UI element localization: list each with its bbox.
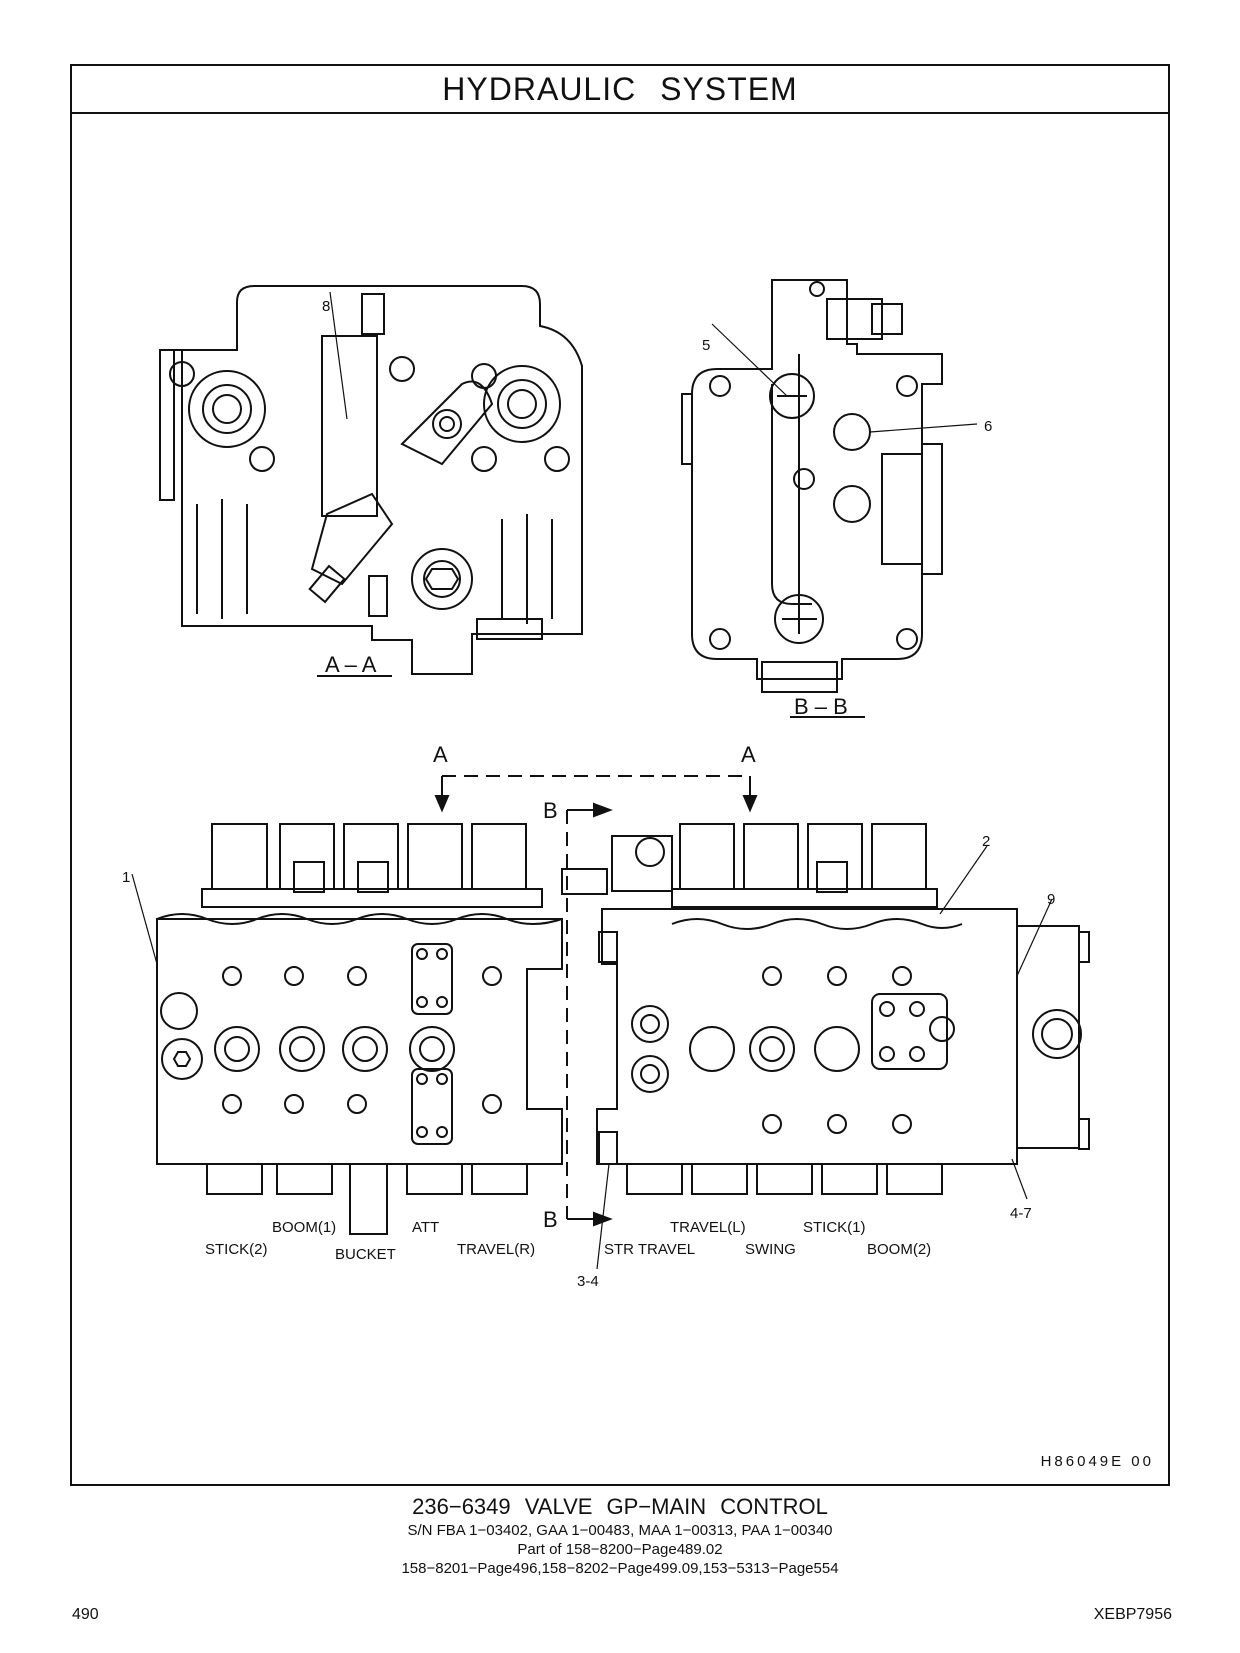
leader-lines — [131, 845, 1053, 1270]
cut-a-right: A — [741, 742, 756, 767]
callout-5: 5 — [702, 337, 710, 354]
callout-2: 2 — [982, 833, 990, 850]
label-travel-l: TRAVEL(L) — [670, 1219, 746, 1236]
page-frame: HYDRAULIC SYSTEM — [70, 64, 1170, 1486]
page-title: HYDRAULIC SYSTEM — [442, 70, 798, 107]
label-stick1: STICK(1) — [803, 1219, 866, 1236]
callout-3-4: 3-4 — [577, 1273, 599, 1290]
callout-6: 6 — [984, 418, 992, 435]
cut-lines — [434, 775, 758, 1227]
caption-references: 158−8201−Page496,158−8202−Page499.09,153… — [401, 1560, 839, 1577]
cut-b-bottom: B — [543, 1207, 558, 1232]
title-bar: HYDRAULIC SYSTEM — [72, 66, 1168, 114]
section-aa-view — [159, 285, 583, 677]
cut-a-left: A — [433, 742, 448, 767]
caption-serials: S/N FBA 1−03402, GAA 1−00483, MAA 1−0031… — [407, 1522, 833, 1539]
document-id: XEBP7956 — [1093, 1606, 1172, 1623]
section-bb-label: B – B — [794, 694, 848, 719]
section-aa-label: A – A — [325, 652, 377, 677]
label-boom1: BOOM(1) — [272, 1219, 336, 1236]
callout-4-7: 4-7 — [1010, 1205, 1032, 1222]
drawing-reference: H86049E 00 — [1040, 1453, 1154, 1470]
callout-9: 9 — [1047, 891, 1055, 908]
cut-b-top: B — [543, 798, 558, 823]
valve-drawing: 8 5 6 1 2 9 4-7 3-4 A – A B – B A A B B … — [122, 279, 1090, 1290]
label-boom2: BOOM(2) — [867, 1241, 931, 1258]
label-att: ATT — [412, 1219, 439, 1236]
callout-8: 8 — [322, 298, 330, 315]
label-stick2: STICK(2) — [205, 1241, 268, 1258]
caption-title: 236−6349 VALVE GP−MAIN CONTROL — [412, 1494, 828, 1519]
caption-part-of: Part of 158−8200−Page489.02 — [517, 1541, 723, 1558]
callout-1: 1 — [122, 869, 130, 886]
page-number: 490 — [72, 1606, 99, 1623]
main-valve-body — [156, 823, 1090, 1235]
label-bucket: BUCKET — [335, 1246, 396, 1263]
section-bb-view — [681, 279, 978, 718]
label-str-travel: STR TRAVEL — [604, 1241, 695, 1258]
label-travel-r: TRAVEL(R) — [457, 1241, 535, 1258]
label-swing: SWING — [745, 1241, 796, 1258]
